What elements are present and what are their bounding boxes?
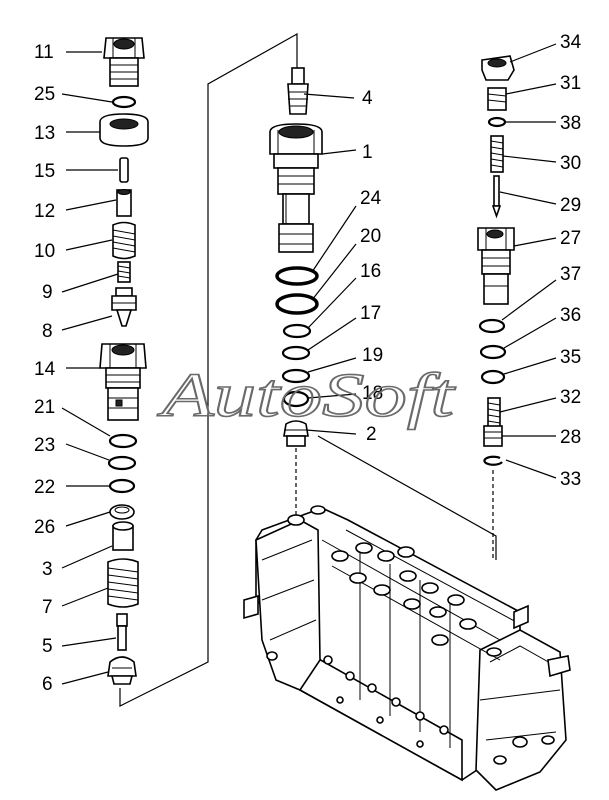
leader-lines bbox=[61, 43, 557, 685]
part-1-main-valve bbox=[269, 123, 323, 253]
part-13-nut bbox=[99, 113, 149, 147]
left-fitting bbox=[243, 594, 259, 620]
part-number-labels: 11 25 13 15 12 10 9 8 14 21 23 22 26 3 7… bbox=[34, 32, 582, 695]
label-7: 7 bbox=[42, 597, 53, 618]
label-9: 9 bbox=[42, 282, 53, 303]
part-6-cap bbox=[107, 656, 137, 685]
label-35: 35 bbox=[560, 347, 581, 368]
right-column-parts bbox=[477, 55, 515, 466]
part-7-spring bbox=[107, 558, 139, 608]
part-3-sleeve bbox=[112, 521, 134, 551]
label-30: 30 bbox=[560, 153, 581, 174]
label-1: 1 bbox=[362, 142, 373, 163]
part-16-ring bbox=[282, 323, 312, 339]
part-34-nut bbox=[481, 55, 515, 81]
label-32: 32 bbox=[560, 387, 581, 408]
bracket-line-center bbox=[317, 435, 497, 560]
part-30-spring bbox=[490, 135, 504, 173]
part-36-backup-ring bbox=[479, 344, 507, 360]
label-8: 8 bbox=[42, 321, 53, 342]
part-35-oring bbox=[480, 369, 506, 385]
label-38: 38 bbox=[560, 113, 581, 134]
label-18: 18 bbox=[362, 383, 383, 404]
part-23-backup-ring bbox=[107, 455, 137, 471]
label-3: 3 bbox=[42, 559, 53, 580]
label-6: 6 bbox=[42, 674, 53, 695]
label-10: 10 bbox=[34, 241, 55, 262]
part-33-snap-ring bbox=[483, 455, 503, 466]
label-12: 12 bbox=[34, 201, 55, 222]
part-38-oring bbox=[487, 116, 507, 128]
part-20-oring bbox=[275, 293, 319, 315]
bracket-line-left bbox=[119, 32, 298, 707]
part-25-oring bbox=[111, 95, 137, 109]
label-15: 15 bbox=[34, 161, 55, 182]
part-37-oring bbox=[478, 318, 506, 334]
valve-ports bbox=[266, 505, 555, 765]
label-26: 26 bbox=[34, 517, 55, 538]
part-21-oring bbox=[108, 433, 138, 449]
watermark-text: AutoSoft bbox=[157, 362, 457, 430]
part-26-washer bbox=[109, 504, 135, 520]
side-holes bbox=[323, 655, 449, 748]
part-22-oring bbox=[108, 478, 136, 494]
part-12-sleeve bbox=[116, 189, 132, 217]
label-22: 22 bbox=[34, 477, 55, 498]
part-14-valve-body bbox=[99, 343, 147, 421]
label-20: 20 bbox=[360, 226, 381, 247]
part-27-valve-body bbox=[477, 227, 515, 305]
label-5: 5 bbox=[42, 636, 53, 657]
label-27: 27 bbox=[560, 228, 581, 249]
part-31-seat bbox=[487, 87, 507, 111]
label-37: 37 bbox=[560, 264, 581, 285]
part-11-plug bbox=[103, 37, 145, 87]
label-2: 2 bbox=[366, 424, 377, 445]
part-4-spool-end bbox=[287, 67, 309, 115]
label-11: 11 bbox=[34, 42, 54, 63]
left-column-parts bbox=[99, 37, 149, 685]
part-18-oring bbox=[282, 390, 310, 408]
label-34: 34 bbox=[560, 32, 582, 53]
label-4: 4 bbox=[362, 88, 373, 109]
label-16: 16 bbox=[360, 261, 381, 282]
label-28: 28 bbox=[560, 427, 581, 448]
label-19: 19 bbox=[362, 345, 383, 366]
control-valve-body bbox=[243, 505, 571, 791]
center-column-parts bbox=[269, 67, 323, 447]
part-24-oring bbox=[275, 266, 319, 286]
label-31: 31 bbox=[560, 73, 581, 94]
label-33: 33 bbox=[560, 469, 581, 490]
label-14: 14 bbox=[34, 359, 56, 380]
label-21: 21 bbox=[34, 397, 55, 418]
part-9-spring bbox=[117, 261, 131, 283]
part-2-plug bbox=[283, 420, 309, 447]
label-29: 29 bbox=[560, 195, 581, 216]
label-25: 25 bbox=[34, 84, 55, 105]
label-24: 24 bbox=[360, 188, 382, 209]
part-5-pin bbox=[116, 613, 128, 651]
label-36: 36 bbox=[560, 305, 581, 326]
label-23: 23 bbox=[34, 435, 55, 456]
label-13: 13 bbox=[34, 123, 55, 144]
part-28-poppet bbox=[483, 425, 503, 447]
part-32-spring bbox=[487, 397, 501, 433]
part-19-ring bbox=[281, 368, 311, 384]
part-17-backup-ring bbox=[281, 345, 311, 361]
label-17: 17 bbox=[360, 303, 381, 324]
part-29-needle bbox=[491, 175, 502, 219]
part-10-spring bbox=[112, 221, 136, 260]
right-fitting bbox=[547, 655, 571, 678]
part-8-poppet bbox=[111, 287, 137, 327]
part-15-pin bbox=[119, 157, 129, 183]
